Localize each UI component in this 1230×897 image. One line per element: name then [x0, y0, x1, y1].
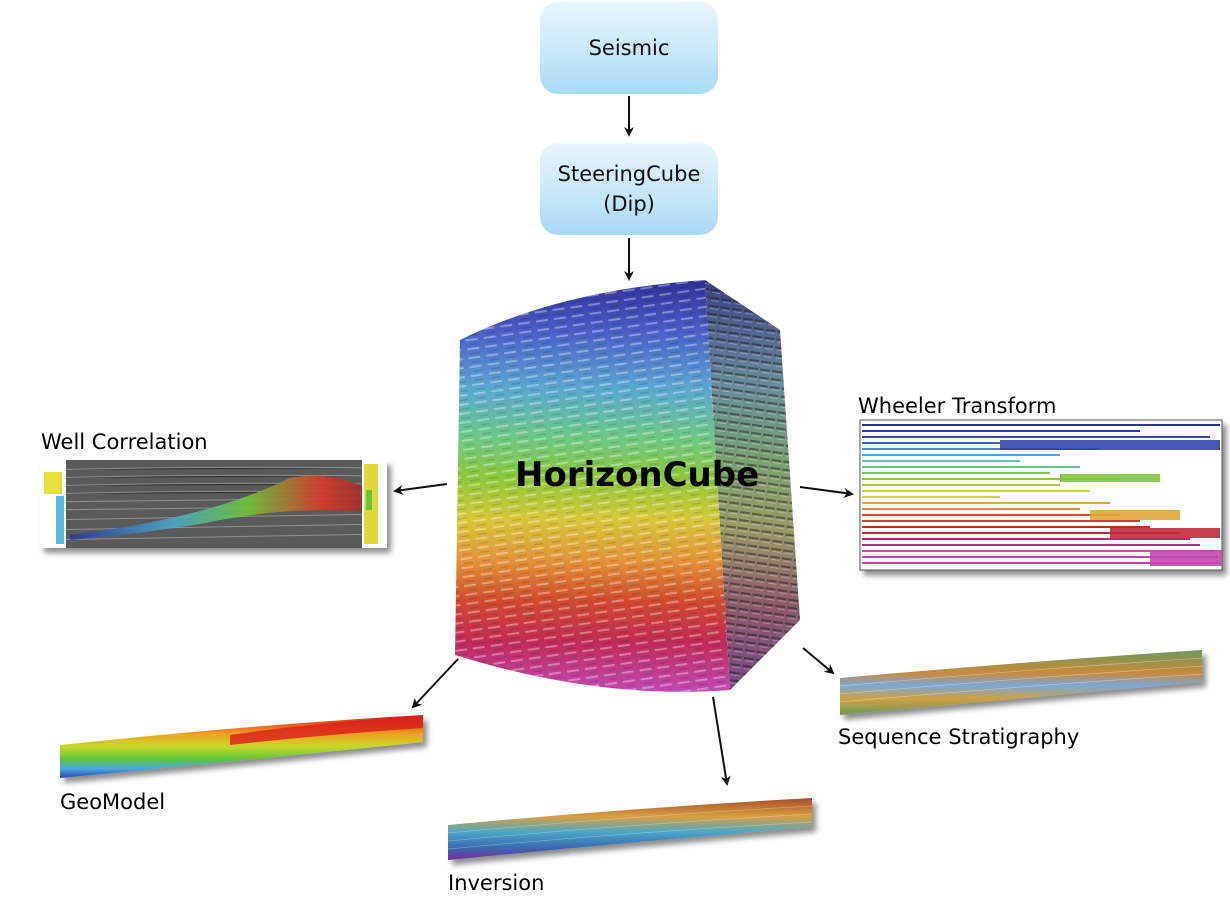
steeringcube-node: SteeringCube (Dip): [540, 143, 718, 235]
horizoncube-volume: [455, 280, 800, 692]
sequence-stratigraphy-panel: [839, 650, 1203, 715]
arrow-to-sequence-stratigraphy: [802, 647, 835, 675]
steeringcube-label: SteeringCube: [557, 162, 701, 186]
geomodel-label: GeoModel: [60, 790, 166, 814]
geomodel-panel: [60, 715, 423, 778]
well-correlation-panel: [39, 460, 388, 548]
well-correlation-label: Well Correlation: [41, 430, 208, 454]
wheeler-transform-panel: [859, 419, 1223, 571]
sequence-stratigraphy-label: Sequence Stratigraphy: [838, 725, 1080, 749]
arrow-to-inversion: [712, 696, 731, 786]
inversion-label: Inversion: [448, 871, 545, 895]
steeringcube-sublabel: (Dip): [603, 192, 655, 216]
inversion-panel: [447, 798, 813, 860]
wheeler-transform-label: Wheeler Transform: [858, 394, 1057, 418]
flow-arrows: [393, 96, 854, 786]
seismic-label: Seismic: [588, 36, 670, 60]
horizoncube-title: HorizonCube: [515, 455, 760, 495]
arrow-to-geomodel: [411, 658, 459, 709]
arrow-to-wheeler-transform: [799, 486, 854, 498]
seismic-node: Seismic: [540, 2, 718, 94]
arrow-to-well-correlation: [393, 483, 448, 495]
